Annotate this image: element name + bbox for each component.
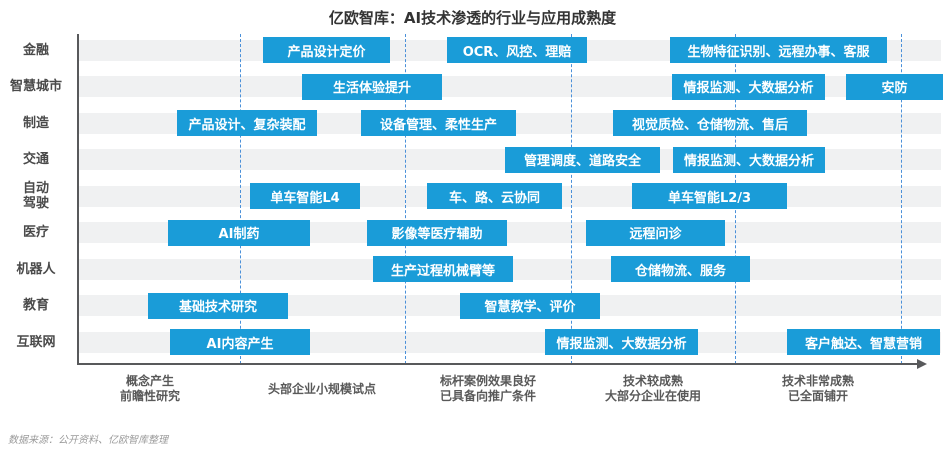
stage-divider-3 bbox=[571, 34, 572, 364]
task-box: 单车智能L2/3 bbox=[632, 183, 787, 209]
task-box: 单车智能L4 bbox=[250, 183, 360, 209]
stage-label-2: 头部企业小规模试点 bbox=[267, 381, 376, 396]
row-label-2: 智慧城市 bbox=[9, 79, 62, 94]
row-label-8: 教育 bbox=[22, 298, 49, 313]
task-box: 生活体验提升 bbox=[302, 73, 442, 100]
stage-label-1: 概念产生 前瞻性研究 bbox=[119, 374, 180, 403]
row-label-9: 互联网 bbox=[16, 334, 56, 350]
task-box: 情报监测、大数据分析 bbox=[545, 329, 698, 355]
task-box: 设备管理、柔性生产 bbox=[361, 110, 516, 136]
task-box: 视觉质检、仓储物流、售后 bbox=[613, 110, 807, 136]
row-label-1: 金融 bbox=[22, 42, 49, 58]
task-box: 安防 bbox=[846, 73, 943, 100]
task-box: 智慧教学、评价 bbox=[460, 292, 600, 319]
task-box: OCR、风控、理赔 bbox=[447, 37, 587, 63]
task-box: 客户触达、智慧营销 bbox=[787, 329, 940, 355]
stage-divider-2 bbox=[405, 34, 406, 364]
task-box: 产品设计定价 bbox=[263, 37, 390, 63]
task-box: 车、路、云协同 bbox=[427, 183, 562, 209]
task-box: 影像等医疗辅助 bbox=[367, 219, 507, 246]
row-label-4: 交通 bbox=[22, 152, 49, 167]
task-box: 生物特征识别、远程办事、客服 bbox=[670, 37, 887, 63]
source-note: 数据来源：公开资料、亿欧智库整理 bbox=[8, 435, 168, 446]
task-box: 生产过程机械臂等 bbox=[373, 256, 513, 282]
task-box: 仓储物流、服务 bbox=[611, 256, 750, 282]
stage-divider-5 bbox=[901, 34, 902, 364]
chart-title: 亿欧智库：AI技术渗透的行业与应用成熟度 bbox=[328, 9, 617, 27]
x-axis-arrow-icon bbox=[917, 359, 927, 369]
x-axis-line bbox=[77, 363, 919, 365]
stage-divider-1 bbox=[240, 34, 241, 364]
task-box: AI内容产生 bbox=[170, 329, 310, 355]
task-box: 远程问诊 bbox=[586, 219, 725, 246]
row-label-5: 自动 驾驶 bbox=[22, 181, 49, 211]
stage-label-5: 技术非常成熟 已全面铺开 bbox=[781, 374, 854, 403]
stage-label-4: 技术较成熟 大部分企业在使用 bbox=[604, 374, 701, 403]
row-label-3: 制造 bbox=[22, 115, 49, 131]
row-label-6: 医疗 bbox=[22, 225, 49, 240]
task-box: 管理调度、道路安全 bbox=[505, 146, 660, 173]
task-box: 情报监测、大数据分析 bbox=[673, 146, 825, 173]
task-box: 基础技术研究 bbox=[148, 292, 288, 319]
task-box: 情报监测、大数据分析 bbox=[672, 73, 825, 100]
task-box: 产品设计、复杂装配 bbox=[177, 110, 317, 136]
task-box: AI制药 bbox=[168, 219, 310, 246]
stage-label-3: 标杆案例效果良好 已具备向推广条件 bbox=[439, 374, 536, 403]
y-axis-line bbox=[77, 34, 79, 365]
row-label-7: 机器人 bbox=[16, 261, 56, 277]
